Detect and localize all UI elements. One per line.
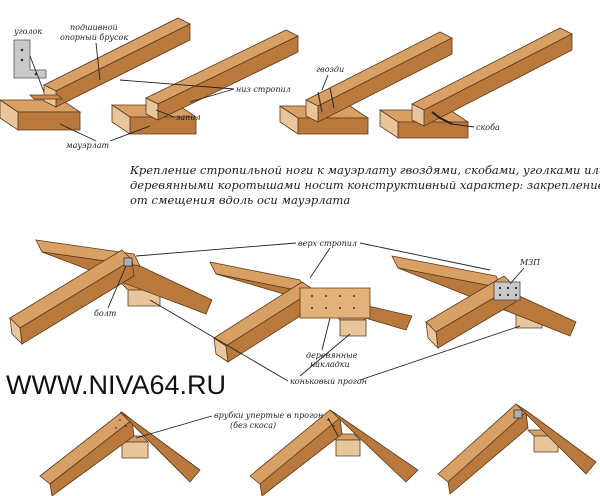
label-mzp: МЗП [519, 258, 541, 267]
caption-line-1: Крепление стропильной ноги к мауэрлату г… [129, 163, 600, 177]
nail-icon [317, 87, 335, 113]
ridge-detail-bolt [9, 239, 213, 346]
label-podshivnoy-2: опорный брусок [60, 33, 128, 42]
bolt-icon [123, 257, 133, 267]
label-konkovy-progon: коньковый прогон [290, 377, 367, 386]
wood-overlay-plate [299, 287, 371, 319]
label-gvozdi: гвозди [316, 65, 344, 74]
detail-gvozdi [278, 31, 453, 135]
notch-detail-3 [437, 403, 597, 495]
label-nakladki-1: деревянные [306, 351, 358, 360]
label-zapil: запил [176, 113, 201, 122]
caption-line-3: от смещения вдоль оси мауэрлата [130, 193, 350, 207]
label-verh-stropil: верх стропил [298, 239, 357, 248]
label-skoba: скоба [476, 123, 500, 132]
notch-detail-1 [39, 411, 201, 496]
caption-line-2: деревянными коротышами носит конструктив… [130, 178, 600, 192]
ridge-detail-nakladki [209, 261, 413, 363]
notch-detail-2 [249, 409, 419, 496]
label-podshivnoy-1: подшивной [70, 23, 118, 32]
staple-icon [431, 111, 453, 125]
detail-ugolok [0, 17, 191, 131]
bolt-icon-bottom [513, 409, 523, 419]
detail-skoba [378, 27, 573, 139]
label-ugolok: уголок [13, 27, 42, 36]
label-mauerlat: мауэрлат [66, 141, 110, 150]
angle-bracket-icon [13, 39, 47, 79]
label-niz-stropil: низ стропил [236, 85, 291, 94]
label-vrubki-1: врубки упертые в прогон [214, 411, 323, 420]
mzp-plate-icon [493, 281, 521, 301]
label-nakladki-2: накладки [310, 360, 350, 369]
label-vrubki-2: (без скоса) [230, 421, 276, 430]
label-bolt: болт [94, 309, 117, 318]
ridge-detail-mzp [391, 255, 577, 350]
watermark-text: WWW.NIVA64.RU [6, 370, 226, 400]
